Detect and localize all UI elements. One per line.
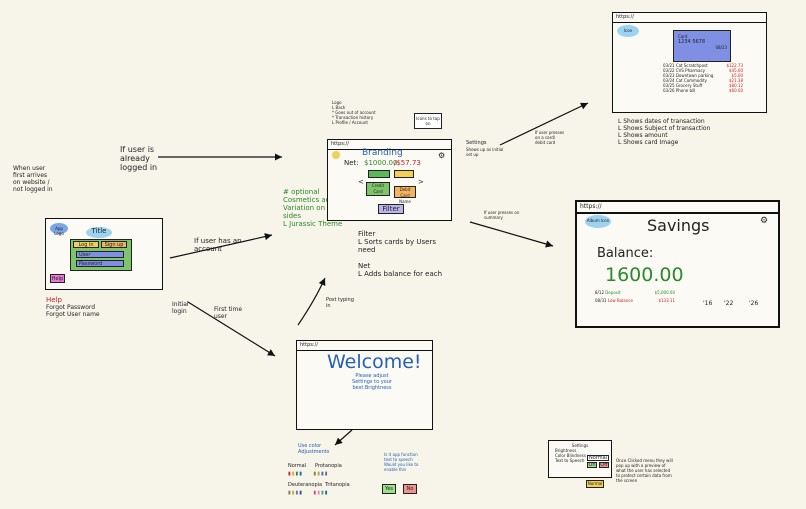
settings-mini-note: Once Clicked menu they will pop up with … — [616, 458, 673, 483]
help-note: Help Forgot Password Forgot User name — [46, 296, 100, 319]
vision-protanopia[interactable]: Protanopia — [315, 463, 342, 469]
password-field[interactable]: Password — [76, 260, 124, 267]
welcome-url: https:// — [297, 341, 432, 351]
swatch-row-1: ▮▮▮▮ ▮▮▮▮ — [288, 471, 329, 477]
table-row: 03/22 CVS Pharmacy $45.00 — [663, 68, 743, 73]
detail-notes: L Shows dates of transaction L Shows Sub… — [618, 118, 711, 146]
settings-mini-title: Settings — [571, 443, 589, 448]
tts-note: Is it app function text to speech Would … — [384, 452, 419, 472]
swatch-row-2: ▮▮▮▮ ▮▮▮▮ — [288, 490, 329, 496]
debit-card[interactable]: Debit Card Name — [394, 186, 416, 204]
savings-url: https:// — [577, 202, 778, 214]
credit-card[interactable]: Credit Card — [366, 182, 390, 196]
chevron-right-icon[interactable]: > — [418, 178, 424, 186]
vision-tritanopia[interactable]: Tritanopia — [325, 482, 350, 488]
branch-has-account: If user has an account — [194, 237, 242, 254]
user-field[interactable]: User — [76, 251, 124, 258]
vision-normal[interactable]: Normal — [288, 463, 307, 469]
settings-icon[interactable]: ⚙ — [760, 216, 769, 226]
welcome-title: Welcome! — [327, 351, 422, 373]
normal-chip: Normal — [586, 480, 604, 488]
detail-frame: https:// Icon Card 1234 5678 08/23 03/21… — [612, 12, 767, 113]
colorblind-select[interactable]: Normal — [587, 455, 609, 461]
transaction-list: 03/21 Cat Scratchpost $122.73 03/22 CVS … — [663, 63, 743, 93]
savings-icon: Album Icon — [585, 215, 611, 228]
help-button[interactable]: Help — [50, 274, 65, 283]
login-card: Log in Sign up User Password — [70, 239, 132, 271]
net-label: Net: — [344, 159, 359, 167]
welcome-frame: https:// Welcome! Please adjust Settings… — [296, 340, 433, 430]
color-note: Use color Adjustments — [298, 443, 330, 455]
branding-hint-top: Logo L Back * Goes out of account * Tran… — [332, 100, 376, 125]
branding-hint-right: Icons to tap on — [414, 113, 442, 129]
filter-note: Filter L Sorts cards by Users need — [358, 230, 436, 255]
branch-summary-press: If user presses on summary — [484, 210, 520, 220]
net-change: /$57.73 — [394, 159, 421, 167]
vision-deuteranopia[interactable]: Deuteranopia — [288, 482, 323, 488]
tab-login[interactable]: Log in — [73, 241, 99, 248]
branding-title: Branding — [362, 148, 403, 158]
filter-button[interactable]: Filter — [378, 204, 404, 214]
title-blob: Title — [86, 227, 112, 238]
table-row: 03/26 Phone bill $60.00 — [663, 88, 743, 93]
branding-url: https:// — [328, 140, 451, 150]
balance-label: Balance: — [597, 246, 654, 261]
branch-initial-login: Initial login — [172, 301, 189, 315]
savings-row-1: 8/12 Deposit $5,000.00 — [595, 290, 675, 295]
table-row: 03/25 Grocery Stuff $80.12 — [663, 83, 743, 88]
tick-2: '22 — [724, 300, 734, 307]
tts-off[interactable]: Off — [599, 462, 609, 468]
branch-logged-in: If user is already logged in — [120, 145, 158, 173]
savings-frame: https:// Album Icon Savings ⚙ Balance: 1… — [575, 200, 780, 328]
app-logo: App Logo — [50, 223, 68, 236]
branch-post-typing: Post typing in — [326, 297, 354, 309]
branch-settings: Settings Shows up as initial set up — [466, 140, 504, 157]
branch-card-press: If user presses on a card/ debit card — [535, 130, 565, 145]
savings-title: Savings — [647, 216, 710, 235]
branch-first-time: First time user — [214, 306, 243, 320]
tick-1: '16 — [703, 300, 713, 307]
savings-row-2: 08/31 Low Balance $133.11 — [595, 298, 675, 303]
yes-button[interactable]: Yes — [382, 484, 396, 494]
tick-3: '26 — [749, 300, 759, 307]
chevron-left-icon[interactable]: < — [358, 178, 364, 186]
tab-signup[interactable]: Sign up — [101, 241, 127, 248]
net-note: Net L Adds balance for each — [358, 262, 443, 279]
detail-url: https:// — [613, 13, 766, 23]
card-green[interactable] — [368, 170, 390, 178]
table-row: 03/23 Downtown parking $5.00 — [663, 73, 743, 78]
detail-icon: Icon — [617, 25, 639, 37]
no-button[interactable]: No — [403, 484, 417, 494]
logo-icon[interactable] — [332, 151, 340, 159]
settings-mini: Settings Brightness Color Blindness Text… — [548, 440, 612, 478]
card-image: Card 1234 5678 08/23 — [673, 30, 731, 62]
tts-on[interactable]: On — [587, 462, 597, 468]
balance-value: 1600.00 — [605, 264, 684, 286]
card-yellow[interactable] — [394, 170, 414, 178]
net-value: $1000.00 — [364, 159, 398, 167]
intro-note: When user first arrives on website / not… — [13, 165, 53, 193]
gear-icon[interactable]: ⚙ — [438, 151, 446, 160]
table-row: 03/24 Cat Commodity $21.38 — [663, 78, 743, 83]
welcome-subtitle: Please adjust Settings to your best Brig… — [352, 373, 392, 391]
table-row: 03/21 Cat Scratchpost $122.73 — [663, 63, 743, 68]
login-frame: App Logo Title Log in Sign up User Passw… — [45, 218, 163, 290]
branding-frame: https:// Branding ⚙ Net: $1000.00 /$57.7… — [327, 139, 452, 221]
